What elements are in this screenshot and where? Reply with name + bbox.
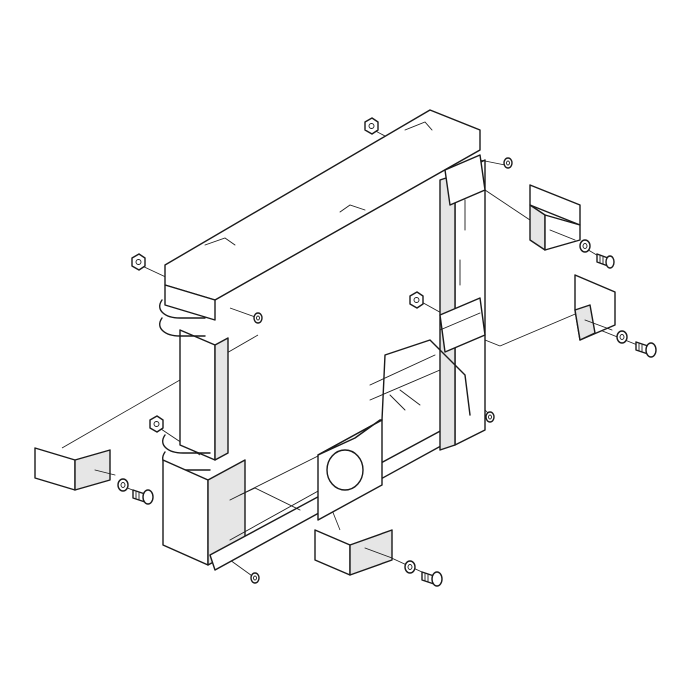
- frame: [159, 109, 486, 571]
- nut-top: [364, 117, 379, 135]
- end-cap-middle-right: [574, 274, 616, 341]
- frame-left-upright: [179, 329, 216, 461]
- frame-left-lower-block: [162, 459, 209, 566]
- screw: [635, 341, 657, 358]
- frame-top-beam-top-face: [164, 109, 481, 301]
- screw: [421, 571, 443, 587]
- end-cap-left: [34, 447, 116, 491]
- washer: [485, 411, 495, 423]
- frame-center-box-top: [317, 419, 383, 456]
- washer: [404, 560, 416, 574]
- frame-right-middle-bracket: [439, 297, 486, 353]
- end-cap-top-right: [529, 184, 581, 251]
- nut-left-lower: [149, 415, 164, 433]
- washer: [250, 572, 260, 584]
- frame-right-upper-bracket: [444, 154, 486, 206]
- screw: [132, 489, 154, 505]
- end-caps: [34, 184, 616, 576]
- end-cap-bottom: [314, 529, 393, 576]
- washer: [253, 312, 263, 324]
- washer: [503, 157, 513, 169]
- screws: [132, 253, 657, 587]
- washers: [117, 157, 628, 584]
- frame-left-upright-side: [214, 337, 229, 461]
- washer: [117, 478, 129, 492]
- nut-left-upper: [131, 253, 146, 271]
- nuts: [131, 117, 424, 433]
- frame-top-beam-front-face: [164, 284, 216, 321]
- screw: [596, 253, 615, 269]
- washer: [616, 330, 628, 344]
- nut-right-middle: [409, 291, 424, 309]
- washer: [579, 239, 591, 253]
- frame-cable-hole: [326, 449, 364, 491]
